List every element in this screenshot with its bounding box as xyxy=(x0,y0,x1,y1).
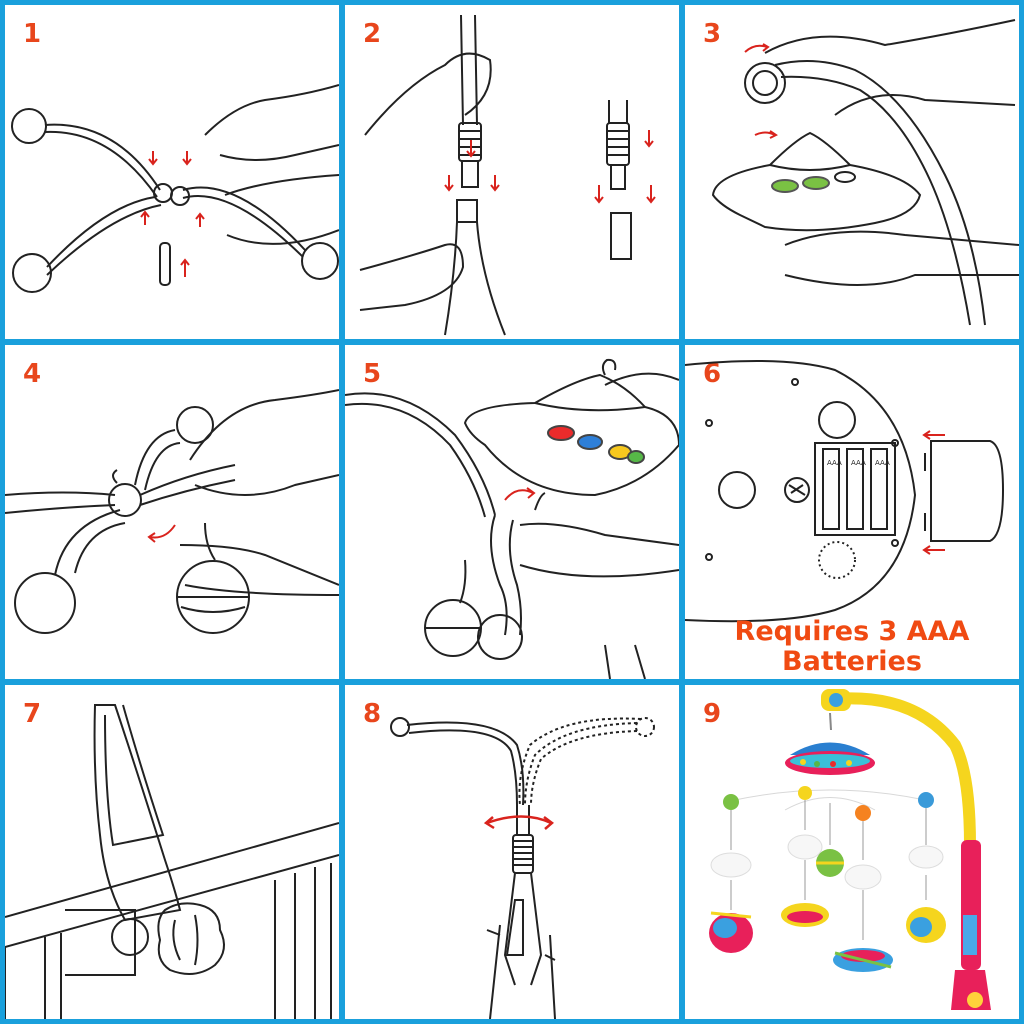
battery-slot-3-label: AAA xyxy=(875,459,890,467)
battery-note-line-2: Batteries xyxy=(685,647,1019,677)
step-5-illustration xyxy=(345,345,679,679)
step-8-illustration xyxy=(345,685,679,1019)
step-8-panel: 8 xyxy=(345,685,679,1019)
step-5-panel: 5 xyxy=(345,345,679,679)
battery-requirement-note: Requires 3 AAA Batteries xyxy=(685,617,1019,677)
step-3-panel: 3 xyxy=(685,5,1019,339)
step-9-panel: 9 xyxy=(685,685,1019,1019)
battery-slot-1-label: AAA xyxy=(827,459,842,467)
step-1-illustration xyxy=(5,5,339,339)
battery-note-line-1: Requires 3 AAA xyxy=(685,617,1019,647)
step-2-panel: 2 xyxy=(345,5,679,339)
step-4-illustration xyxy=(5,345,339,679)
step-3-illustration xyxy=(685,5,1019,339)
step-2-illustration xyxy=(345,5,679,339)
step-4-panel: 4 xyxy=(5,345,339,679)
step-6-panel: 6 AAA AAA AAA xyxy=(685,345,1019,679)
step-7-panel: 7 xyxy=(5,685,339,1019)
battery-slot-2-label: AAA xyxy=(851,459,866,467)
step-7-illustration xyxy=(5,685,339,1019)
step-9-illustration xyxy=(685,685,1019,1019)
step-1-panel: 1 xyxy=(5,5,339,339)
